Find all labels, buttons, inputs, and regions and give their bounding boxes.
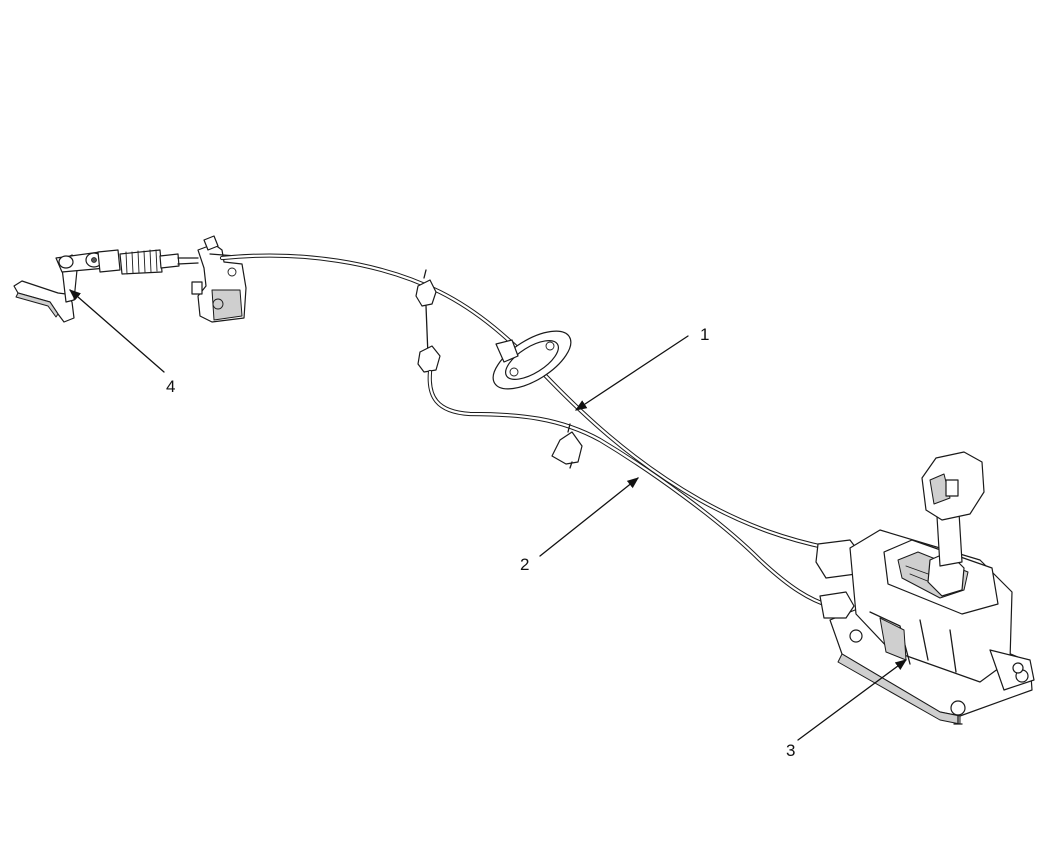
interlock-cable [417, 305, 833, 609]
callout-3-label: 3 [786, 741, 795, 760]
cable-support-bracket [551, 423, 583, 469]
callout-4-label: 4 [166, 377, 175, 396]
cable-bellows [119, 249, 163, 275]
shift-lever-assembly [815, 451, 1035, 725]
cable-clip [415, 269, 437, 307]
cable-mounting-bracket [191, 235, 247, 323]
callout-1-label: 1 [700, 325, 709, 344]
callout-4: 4 [69, 289, 175, 396]
callout-3: 3 [786, 659, 907, 760]
callout-2: 2 [520, 477, 639, 574]
callout-1: 1 [575, 325, 709, 411]
shift-cable [219, 253, 831, 551]
control-lever-assembly [13, 249, 199, 323]
cable-grommet [492, 330, 572, 390]
callout-2-label: 2 [520, 555, 529, 574]
